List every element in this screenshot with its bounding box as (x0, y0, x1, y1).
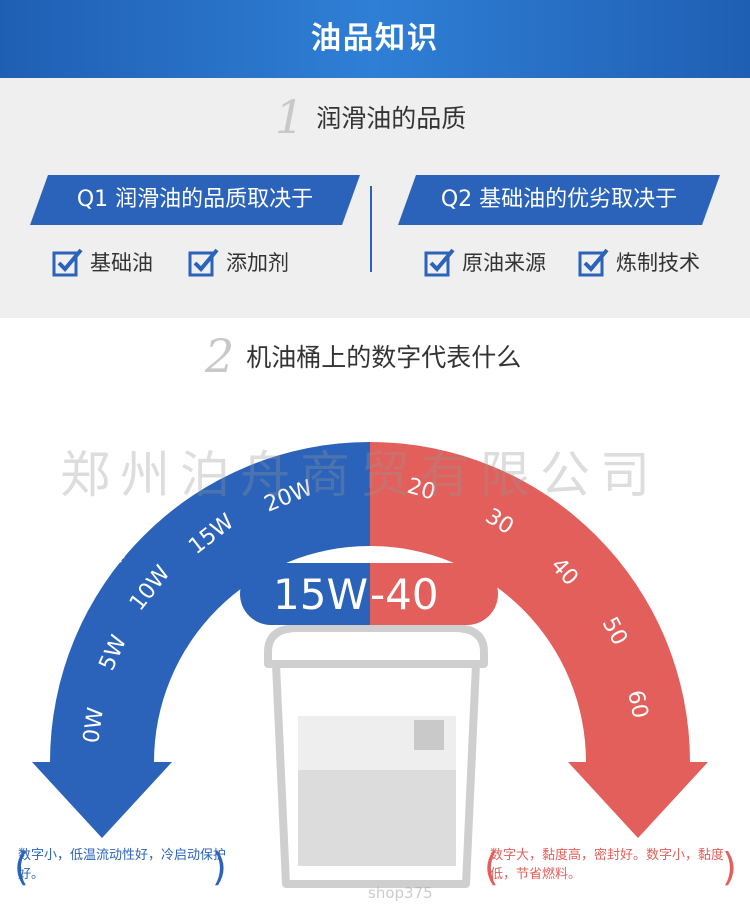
q2-item-label: 原油来源 (462, 251, 546, 275)
section1-title: 润滑油的品质 (316, 104, 467, 133)
high-temp-note: 数字大，黏度高，密封好。数字小，黏度低，节省燃料。 (490, 848, 725, 882)
left-bracket-open: ( (14, 845, 29, 889)
section2-title: 机油桶上的数字代表什么 (246, 343, 522, 372)
high-temp-arrow (568, 762, 708, 838)
right-bracket-close: ) (722, 845, 737, 889)
badge-low-text: 15W (273, 569, 368, 619)
q1-banner: Q1 润滑油的品质取决于 (30, 175, 360, 225)
oil-bucket-icon (264, 624, 488, 888)
viscosity-badge-high: -40 (370, 563, 498, 625)
checkbox-icon (578, 248, 609, 277)
q1-item-label: 基础油 (90, 251, 153, 275)
checkbox-icon (188, 248, 219, 277)
section2-number: 2 (205, 329, 235, 383)
low-temp-note: 数字小，低温流动性好，冷启动保护好。 (18, 848, 227, 882)
q2-item-refining: 炼制技术 (578, 246, 700, 278)
high-tick: 60 (622, 688, 652, 721)
page-header: 油品知识 (0, 0, 750, 78)
left-bracket-close: ) (212, 845, 227, 889)
badge-high-text: -40 (370, 569, 439, 619)
header-title: 油品知识 (311, 21, 439, 56)
right-bracket-open: ( (484, 845, 499, 889)
company-watermark: 郑州泊舟商贸有限公司 (60, 446, 660, 504)
low-temp-arrow (32, 762, 172, 838)
q1-item-label: 添加剂 (226, 251, 289, 275)
q2-banner: Q2 基础油的优劣取决于 (398, 175, 720, 225)
checkbox-icon (424, 248, 455, 277)
section2-heading: 2 机油桶上的数字代表什么 (205, 333, 521, 379)
low-temp-arc (50, 442, 370, 762)
q1-item-base-oil: 基础油 (52, 246, 153, 278)
low-tick: 0W (79, 706, 109, 745)
q1-item-additive: 添加剂 (188, 246, 289, 278)
section1-heading: 1 润滑油的品质 (275, 94, 466, 140)
q-divider (370, 186, 372, 272)
checkbox-icon (52, 248, 83, 277)
q2-item-crude-source: 原油来源 (424, 246, 546, 278)
high-temp-arc (370, 442, 690, 762)
viscosity-badge-low: 15W (240, 563, 370, 625)
section1-number: 1 (275, 90, 305, 144)
q2-label: Q2 基础油的优劣取决于 (440, 187, 678, 212)
shop-watermark: shop375 (368, 884, 433, 902)
q1-label: Q1 润滑油的品质取决于 (76, 187, 314, 212)
q2-item-label: 炼制技术 (616, 251, 700, 275)
